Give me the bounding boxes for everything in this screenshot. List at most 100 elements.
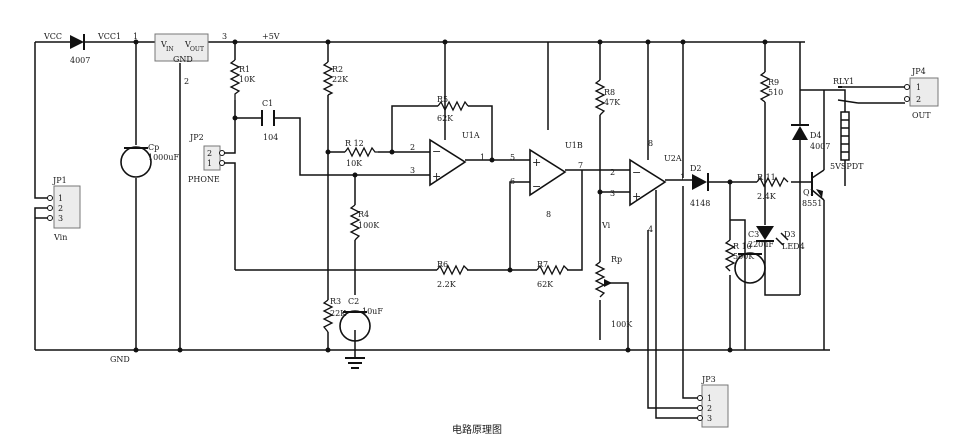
svg-text:C2: C2: [348, 297, 359, 306]
opamp-u2a: − + U2A 2 3 1 8 4: [610, 139, 685, 234]
resistor-r10: R 10 500K: [724, 239, 755, 272]
capacitor-c1: C1 104: [261, 99, 278, 142]
figure-caption: 电路原理图: [452, 423, 502, 435]
svg-text:10K: 10K: [346, 159, 363, 168]
svg-text:JP3: JP3: [701, 375, 716, 384]
svg-text:62K: 62K: [537, 280, 554, 289]
svg-text:2: 2: [916, 95, 921, 104]
svg-text:2: 2: [184, 77, 189, 86]
svg-text:500K: 500K: [733, 252, 755, 261]
svg-text:R4: R4: [358, 210, 369, 219]
net-vcc-label: VCC: [43, 32, 62, 41]
opamp-u1a: − + U1A 2 3 1: [410, 131, 485, 187]
connector-jp2: 2 1 JP2 PHONE: [188, 133, 225, 184]
svg-text:220uF: 220uF: [748, 240, 774, 249]
svg-text:1: 1: [133, 32, 138, 41]
svg-text:+: +: [532, 156, 541, 169]
svg-text:1: 1: [207, 159, 212, 168]
svg-text:2: 2: [58, 204, 63, 213]
svg-text:R1: R1: [239, 65, 250, 74]
svg-text:R 11: R 11: [757, 173, 776, 182]
connector-jp1: 1 2 3 JP1 Vin: [47, 176, 81, 242]
svg-text:+: +: [632, 190, 641, 203]
net-vi-label: Vi: [601, 221, 611, 230]
svg-text:Q1: Q1: [803, 188, 815, 197]
svg-text:10uF: 10uF: [362, 307, 383, 316]
svg-text:Vin: Vin: [53, 233, 67, 242]
svg-text:R3: R3: [330, 297, 341, 306]
svg-text:D2: D2: [690, 164, 702, 173]
svg-text:U1A: U1A: [462, 131, 480, 140]
ground-symbol: [345, 352, 365, 369]
svg-text:+: +: [432, 170, 441, 183]
capacitor-c2: C2 10uF: [339, 297, 383, 342]
svg-text:R2: R2: [332, 65, 343, 74]
svg-text:8: 8: [546, 210, 551, 219]
potentiometer-rp: Rp 100K: [594, 255, 633, 329]
net-5v-label: +5V: [262, 32, 280, 41]
svg-text:3: 3: [410, 166, 415, 175]
svg-text:62K: 62K: [437, 114, 454, 123]
resistor-r6: R6 2.2K: [436, 260, 469, 289]
junctions: [133, 39, 768, 353]
svg-text:100K: 100K: [611, 320, 633, 329]
svg-text:1: 1: [680, 173, 685, 182]
svg-text:3: 3: [222, 32, 227, 41]
svg-text:V: V: [160, 40, 167, 49]
led-d3: D3 LED4: [756, 226, 805, 251]
svg-text:1000uF: 1000uF: [148, 153, 180, 162]
svg-text:U2A: U2A: [664, 154, 682, 163]
svg-text:8551: 8551: [802, 199, 822, 208]
svg-text:R 12: R 12: [345, 139, 364, 148]
svg-text:2.2K: 2.2K: [437, 280, 457, 289]
svg-text:U1B: U1B: [565, 141, 583, 150]
svg-text:3: 3: [58, 214, 63, 223]
svg-text:22K: 22K: [332, 75, 349, 84]
svg-text:RLY1: RLY1: [833, 77, 854, 86]
svg-text:D3: D3: [784, 230, 796, 239]
net-gnd-label: GND: [110, 355, 130, 364]
svg-text:R 10: R 10: [733, 242, 752, 251]
resistor-r1: R1 10K: [229, 59, 256, 100]
svg-text:PHONE: PHONE: [188, 175, 220, 184]
svg-text:2: 2: [410, 143, 415, 152]
svg-text:C3: C3: [748, 230, 759, 239]
svg-text:1: 1: [707, 394, 712, 403]
svg-text:3: 3: [610, 189, 615, 198]
svg-text:R8: R8: [604, 88, 615, 97]
svg-text:R6: R6: [437, 260, 448, 269]
svg-text:R9: R9: [768, 78, 779, 87]
input-diode: 4007: [70, 34, 90, 65]
diode-d4: D4 4007: [791, 124, 830, 151]
net-vcc1-label: VCC1: [97, 32, 121, 41]
resistor-r12: R 12 10K: [344, 139, 378, 168]
svg-text:6: 6: [510, 177, 515, 186]
relay-rly1: RLY1 5VSPDT: [830, 77, 864, 171]
svg-text:5VSPDT: 5VSPDT: [830, 162, 864, 171]
resistor-r2: R2 22K: [322, 61, 349, 96]
svg-text:8: 8: [648, 139, 653, 148]
svg-text:OUT: OUT: [912, 111, 931, 120]
capacitor-c3: C3 220uF: [734, 230, 774, 284]
opamp-u1b: + − U1B 5 6 7 8: [510, 141, 583, 219]
svg-text:104: 104: [263, 133, 278, 142]
svg-text:JP1: JP1: [52, 176, 67, 185]
transistor-q1: Q1 8551: [802, 169, 825, 208]
svg-text:C1: C1: [262, 99, 273, 108]
svg-text:47K: 47K: [604, 98, 621, 107]
input-diode-value: 4007: [70, 56, 90, 65]
svg-text:LED4: LED4: [782, 242, 805, 251]
resistor-r9: R9 510: [759, 71, 783, 103]
svg-text:GND: GND: [173, 55, 193, 64]
resistor-r11: R 11 2.4K: [756, 173, 789, 201]
connector-jp3: 1 2 3 JP3: [697, 375, 729, 428]
svg-text:1: 1: [58, 194, 63, 203]
resistor-r5: R5 62K: [437, 95, 469, 123]
svg-text:OUT: OUT: [190, 46, 204, 53]
svg-text:IN: IN: [166, 46, 174, 53]
wires: [34, 41, 905, 419]
svg-text:Cp: Cp: [148, 143, 159, 152]
svg-text:V: V: [184, 40, 191, 49]
svg-text:2: 2: [610, 168, 615, 177]
